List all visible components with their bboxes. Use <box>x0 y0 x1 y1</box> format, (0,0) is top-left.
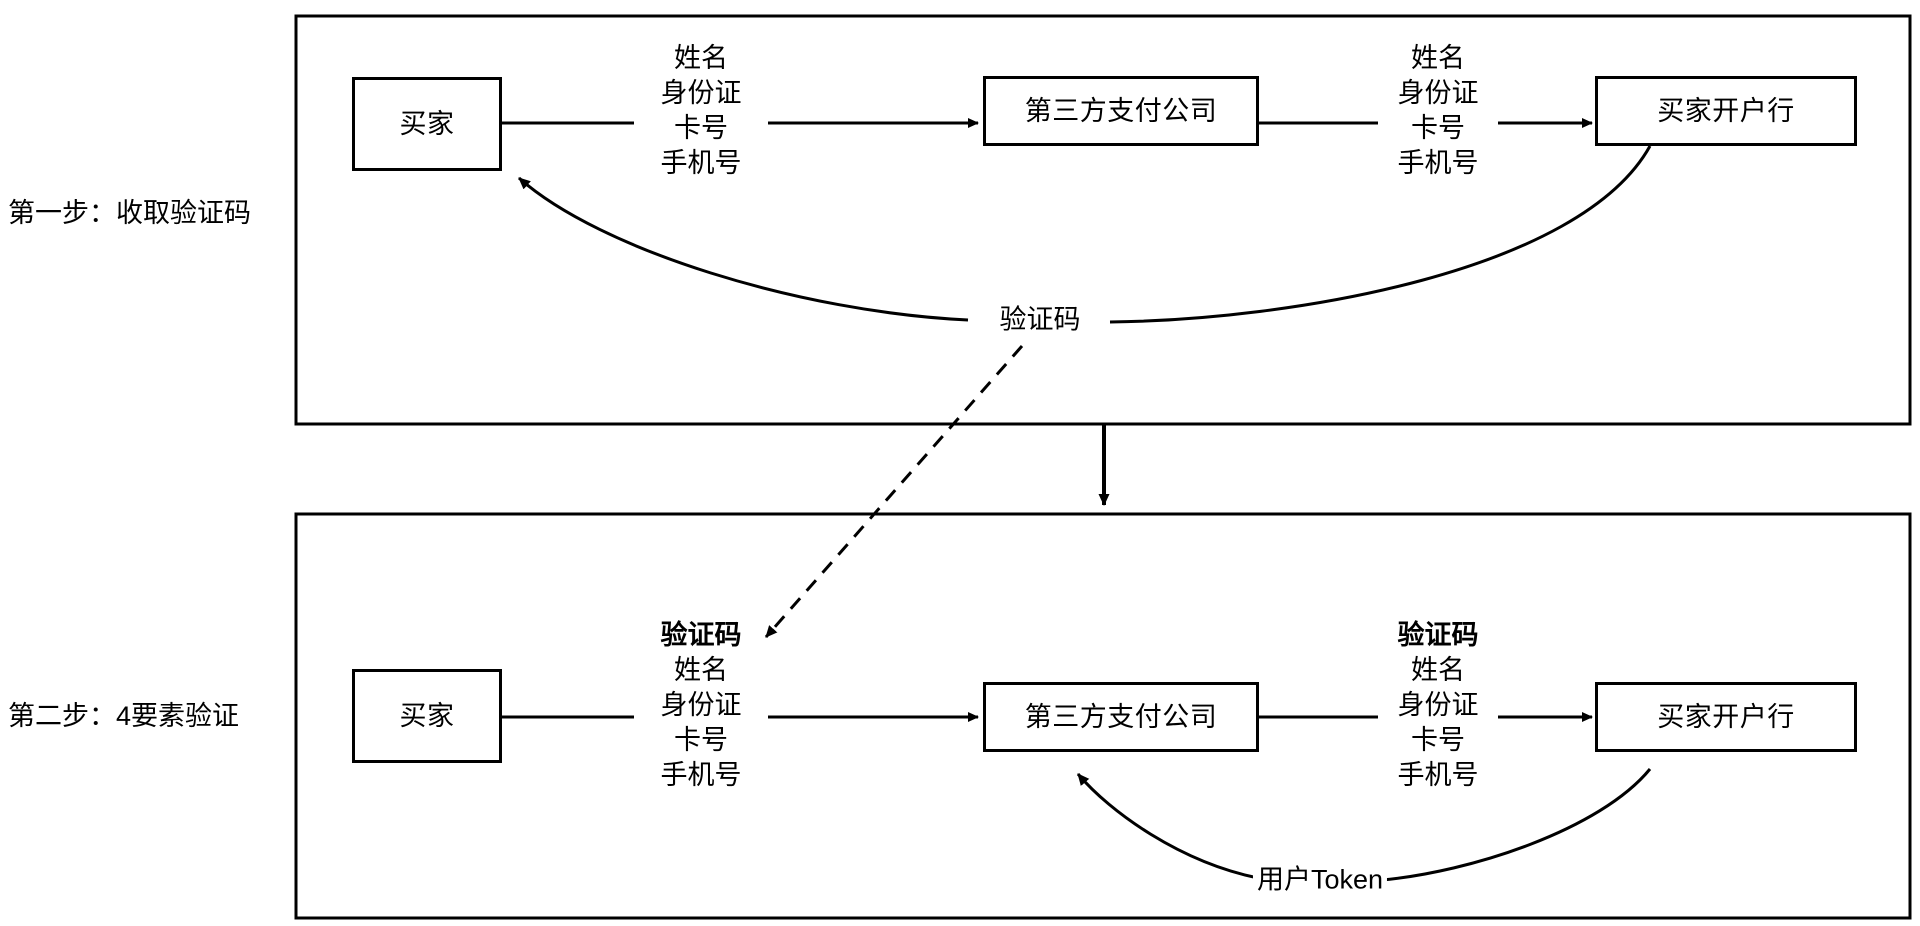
edge-label-buyer-to-psp-step1: 姓名 身份证 卡号 手机号 <box>661 41 742 181</box>
edge-label-line: 姓名 <box>1411 43 1465 73</box>
edge-label-line: 身份证 <box>660 690 742 720</box>
edge-label-line: 验证码 <box>1397 620 1479 650</box>
edge-label-line: 姓名 <box>1411 655 1465 685</box>
edge-label-line: 验证码 <box>660 620 742 650</box>
edge-label-line: 手机号 <box>660 760 742 790</box>
edge-label-line: 手机号 <box>660 148 742 178</box>
curve-label-to-buyer1 <box>518 176 969 322</box>
node-psp-step1[interactable]: 第三方支付公司 <box>983 76 1259 146</box>
curve-bank1-to-label <box>1109 145 1652 324</box>
edge-label-line: 姓名 <box>674 43 728 73</box>
edge-label-line: 身份证 <box>1397 78 1479 108</box>
edge-label-line: 卡号 <box>1411 113 1465 143</box>
edge-label-line: 身份证 <box>1397 690 1479 720</box>
curve-token-label-to-psp2 <box>1076 773 1259 880</box>
edge-label-line: 身份证 <box>660 78 742 108</box>
step-label-1: 第一步：收取验证码 <box>8 198 251 228</box>
curve-label-verification-code-step1: 验证码 <box>995 306 1085 334</box>
node-bank-step2[interactable]: 买家开户行 <box>1595 682 1857 752</box>
dashed-arrow-code-transfer <box>764 345 1024 638</box>
edge-label-line: 卡号 <box>674 725 728 755</box>
edge-label-line: 姓名 <box>674 655 728 685</box>
edge-label-psp-to-bank-step2: 验证码 姓名 身份证 卡号 手机号 <box>1398 618 1479 793</box>
node-buyer-step2[interactable]: 买家 <box>352 669 502 763</box>
edge-label-line: 卡号 <box>1411 725 1465 755</box>
step-label-2: 第二步：4要素验证 <box>8 701 240 731</box>
curve-bank2-to-token-label <box>1381 768 1652 882</box>
node-bank-step1[interactable]: 买家开户行 <box>1595 76 1857 146</box>
edge-label-psp-to-bank-step1: 姓名 身份证 卡号 手机号 <box>1398 41 1479 181</box>
node-buyer-step1[interactable]: 买家 <box>352 77 502 171</box>
edge-label-line: 手机号 <box>1397 148 1479 178</box>
edge-label-line: 手机号 <box>1397 760 1479 790</box>
edge-label-buyer-to-psp-step2: 验证码 姓名 身份证 卡号 手机号 <box>661 618 742 793</box>
node-psp-step2[interactable]: 第三方支付公司 <box>983 682 1259 752</box>
edge-label-line: 卡号 <box>674 113 728 143</box>
curve-label-user-token-step2: 用户Token <box>1252 866 1388 894</box>
